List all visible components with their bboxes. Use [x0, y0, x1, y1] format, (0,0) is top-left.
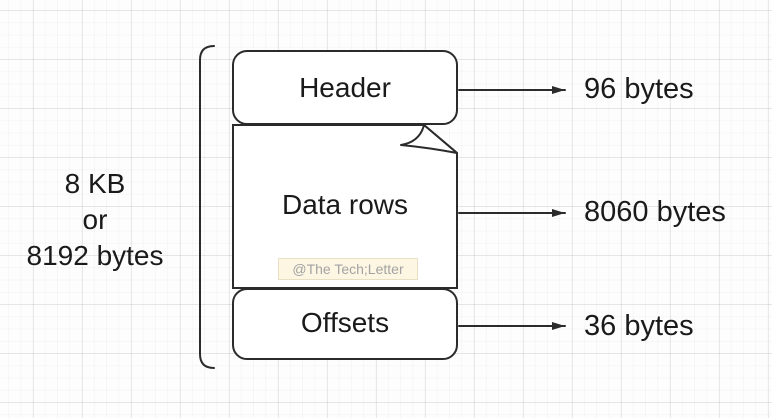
offsets-size-label: 36 bytes — [584, 310, 694, 342]
data-rows-box-label: Data rows — [281, 189, 409, 220]
header-box-label: Header — [299, 72, 391, 103]
left-bracket — [199, 45, 215, 369]
header-size-label: 96 bytes — [584, 73, 694, 105]
page-size-label: 8 KB or 8192 bytes — [2, 166, 188, 274]
page-fold-corner-icon — [400, 124, 458, 154]
watermark: @The Tech;Letter — [278, 258, 418, 280]
offsets-box-shape — [232, 288, 458, 360]
data-rows-size-label: 8060 bytes — [584, 196, 726, 228]
offsets-box-label: Offsets — [300, 307, 390, 338]
page-size-line-3: 8192 bytes — [26, 240, 164, 271]
page-size-line-1: 8 KB — [64, 168, 126, 199]
page-size-line-2: or — [82, 204, 108, 235]
data-rows-box-shape — [232, 124, 458, 289]
